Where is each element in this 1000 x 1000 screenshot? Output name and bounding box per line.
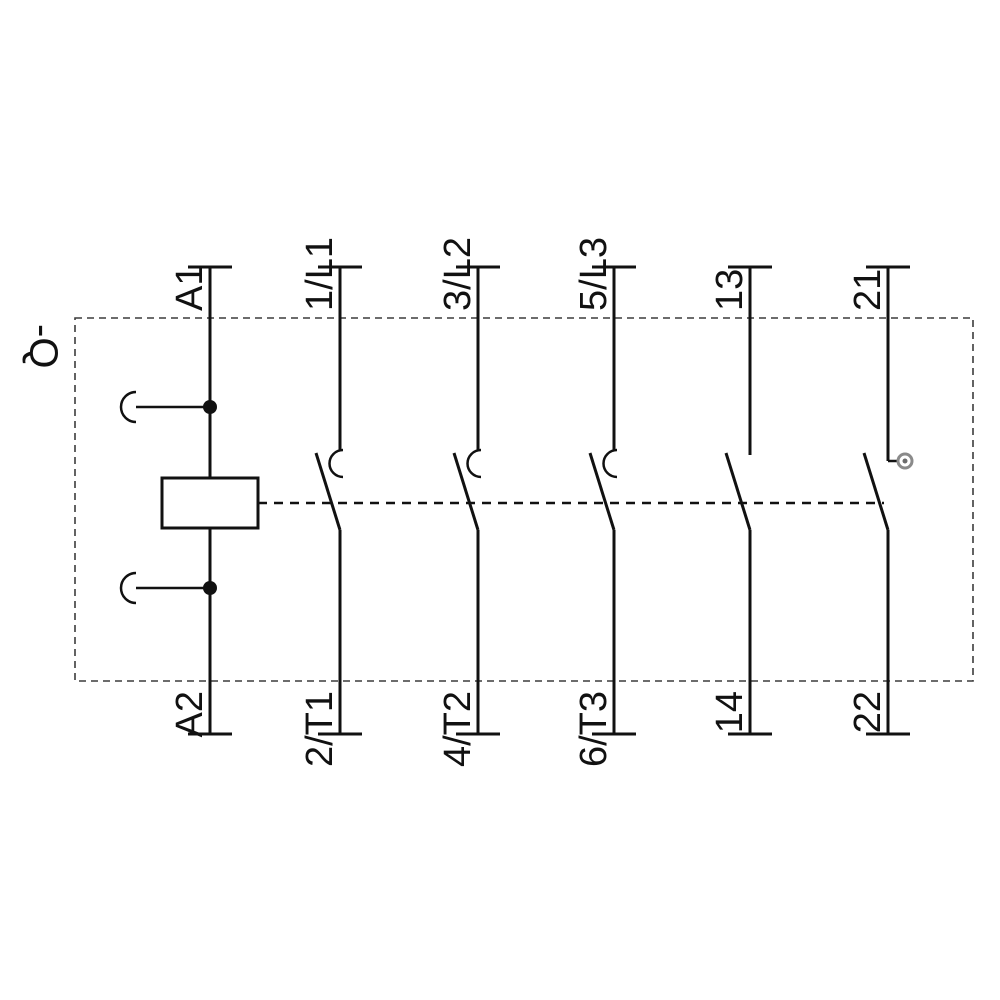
terminal-label-4t2: 4/T2 — [437, 691, 479, 767]
terminal-label-13: 13 — [709, 269, 751, 311]
aux-nc-contact-point — [902, 458, 908, 464]
device-boundary-box — [74, 317, 974, 682]
aux-no-contact-blade — [724, 452, 752, 531]
pole3-fixed-contact-arc — [602, 448, 618, 479]
aux-nc-contact-blade — [862, 452, 890, 531]
main-pole-2 — [452, 265, 500, 736]
main-pole-1 — [314, 265, 362, 736]
terminal-label-2t1: 2/T1 — [299, 691, 341, 767]
connector-arc-lower — [119, 571, 137, 605]
coil-branch — [119, 265, 260, 736]
terminal-label-5l3: 5/L3 — [573, 237, 615, 311]
main-pole-3 — [588, 265, 636, 736]
pole2-fixed-contact-arc — [466, 448, 482, 479]
pole1-fixed-contact-arc — [328, 448, 344, 479]
terminal-label-22: 22 — [847, 691, 889, 733]
terminal-label-14: 14 — [709, 691, 751, 733]
pole2-contact-blade — [452, 452, 480, 531]
aux-nc-contact — [862, 265, 914, 736]
connector-arc-upper — [119, 390, 137, 424]
aux-no-contact — [724, 265, 772, 736]
terminal-label-21: 21 — [847, 269, 889, 311]
terminal-label-6t3: 6/T3 — [573, 691, 615, 767]
terminal-label-3l2: 3/L2 — [437, 237, 479, 311]
terminal-label-1l1: 1/L1 — [299, 237, 341, 311]
terminal-label-a1: A1 — [169, 265, 211, 311]
pole1-contact-blade — [314, 452, 342, 531]
aux-nc-contact-ring — [896, 452, 914, 470]
device-designation-label: -Q — [21, 324, 65, 368]
pole3-contact-blade — [588, 452, 616, 531]
terminal-label-a2: A2 — [169, 691, 211, 737]
